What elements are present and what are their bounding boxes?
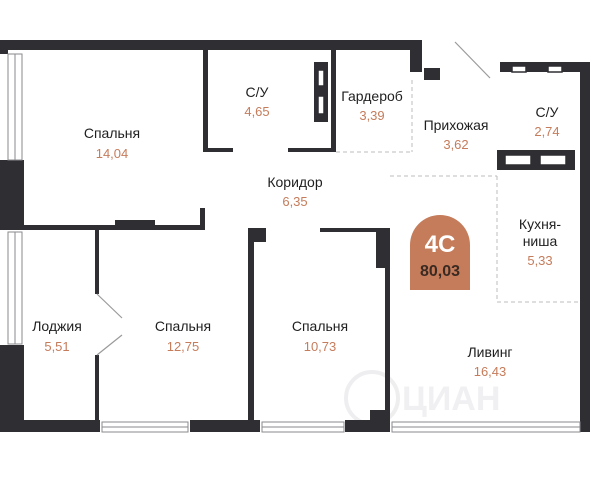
room-hallway: Прихожая 3,62 <box>424 117 489 152</box>
room-name: Гардероб <box>341 88 403 104</box>
room-area: 5,51 <box>44 339 69 354</box>
room-corridor: Коридор 6,35 <box>267 174 323 209</box>
badge-code: 4С <box>425 231 456 258</box>
door-swings <box>96 41 491 356</box>
room-living: Ливинг 16,43 <box>467 344 512 379</box>
room-name: Ливинг <box>467 344 512 360</box>
room-bedroom-top-left: Спальня 14,04 <box>84 125 140 161</box>
room-area: 2,74 <box>534 124 559 139</box>
fixtures <box>317 65 567 166</box>
room-name: С/У <box>246 84 269 100</box>
room-area: 4,65 <box>244 104 269 119</box>
room-area: 10,73 <box>304 339 337 354</box>
room-bedroom-right: Спальня 10,73 <box>292 318 348 354</box>
room-name: Спальня <box>155 318 211 334</box>
room-kitchen-niche: Кухня- ниша 5,33 <box>519 216 561 268</box>
room-area: 16,43 <box>474 364 507 379</box>
room-name-line-2: ниша <box>523 233 558 249</box>
watermark-logo: ЦИАН <box>344 370 500 426</box>
room-name: Спальня <box>84 125 140 141</box>
room-name: Коридор <box>267 174 323 190</box>
room-area: 3,39 <box>359 108 384 123</box>
room-area: 12,75 <box>167 339 200 354</box>
room-name: Лоджия <box>32 318 82 334</box>
room-area: 3,62 <box>443 137 468 152</box>
svg-text:ЦИАН: ЦИАН <box>402 380 500 418</box>
room-bathroom-1: С/У 4,65 <box>244 84 269 119</box>
room-loggia: Лоджия 5,51 <box>32 318 82 354</box>
apartment-badge: 4С 80,03 <box>410 215 470 290</box>
room-bedroom-middle: Спальня 12,75 <box>155 318 211 354</box>
room-name: Спальня <box>292 318 348 334</box>
room-name: Прихожая <box>424 117 489 133</box>
room-name-line-1: Кухня- <box>519 216 561 232</box>
room-area: 5,33 <box>527 253 552 268</box>
room-bathroom-2: С/У 2,74 <box>534 104 559 139</box>
room-name: С/У <box>536 104 559 120</box>
badge-shape <box>410 215 470 290</box>
room-area: 6,35 <box>282 194 307 209</box>
badge-area: 80,03 <box>420 263 460 280</box>
zone-dashes <box>336 80 580 303</box>
room-wardrobe: Гардероб 3,39 <box>341 88 403 123</box>
room-area: 14,04 <box>96 146 129 161</box>
windows <box>7 53 581 433</box>
